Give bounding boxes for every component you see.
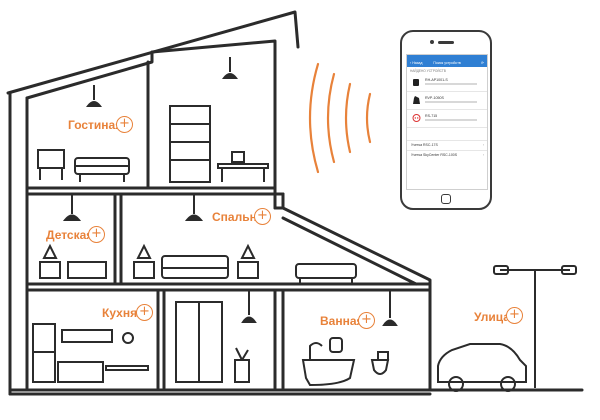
home-button[interactable] [441, 194, 451, 204]
kettle-icon [413, 79, 419, 86]
add-device-street-button[interactable]: + [506, 307, 523, 324]
spacer [407, 128, 487, 140]
back-button[interactable]: ‹ Назад [410, 61, 423, 65]
camera-icon [430, 40, 434, 44]
add-device-kitchen-button[interactable]: + [136, 304, 153, 321]
add-device-bedroom-button[interactable]: + [254, 208, 271, 225]
account-item[interactable]: Учетка RSC-17S › [407, 140, 487, 150]
device-item[interactable]: RH-AP1001-S [407, 74, 487, 92]
room-label-kids: Детская [46, 228, 94, 242]
wifi-signal-arcs [308, 62, 372, 174]
kitchen-furniture [32, 323, 149, 383]
phone-screen: ‹ Назад Поиск устройств ⟳ НАЙДЕНО УСТРОЙ… [406, 54, 488, 190]
speaker-grille [438, 41, 454, 44]
device-item[interactable]: RS-715 [407, 110, 487, 128]
ceiling-lamps [62, 57, 398, 326]
room-label-bathroom: Ванная [320, 314, 364, 328]
room-label-kitchen: Кухня [102, 306, 138, 320]
add-device-bathroom-button[interactable]: + [358, 312, 375, 329]
street-scene [437, 265, 577, 392]
status-bar [407, 55, 487, 59]
phone-nav-bar: ‹ Назад Поиск устройств ⟳ [407, 59, 487, 67]
smartphone: ‹ Назад Поиск устройств ⟳ НАЙДЕНО УСТРОЙ… [400, 30, 492, 210]
chevron-right-icon: › [482, 143, 484, 147]
house-structure [6, 10, 584, 396]
annex-sofa [295, 263, 357, 284]
device-name: RVP-1050S [425, 96, 444, 100]
vacuum-icon [413, 96, 420, 104]
device-subtitle-bar [425, 101, 477, 103]
device-subtitle-bar [425, 83, 477, 85]
device-name: RS-715 [425, 114, 438, 118]
device-name: RH-AP1001-S [425, 78, 448, 82]
kids-room-furniture [39, 243, 107, 279]
chevron-right-icon: › [482, 153, 484, 157]
add-device-kids-button[interactable]: + [88, 226, 105, 243]
found-devices-header: НАЙДЕНО УСТРОЙСТВ [410, 69, 446, 73]
hall-furniture [175, 301, 250, 383]
room-label-bedroom: Спальня [212, 210, 264, 224]
room-label-living: Гостиная [68, 118, 123, 132]
phone-screen-title: Поиск устройств [433, 61, 461, 65]
socket-icon [412, 114, 421, 122]
bathroom-furniture [301, 337, 390, 387]
add-device-living-button[interactable]: + [116, 116, 133, 133]
living-room-furniture [37, 105, 269, 183]
account-item[interactable]: Учетка SkyCenter RSC-100S › [407, 150, 487, 160]
refresh-icon[interactable]: ⟳ [480, 61, 484, 65]
room-label-street: Улица [474, 310, 510, 324]
device-subtitle-bar [425, 119, 477, 121]
account-label: Учетка RSC-17S [411, 143, 438, 147]
bedroom-furniture [133, 243, 259, 279]
device-item[interactable]: RVP-1050S [407, 92, 487, 110]
account-label: Учетка SkyCenter RSC-100S [411, 153, 458, 157]
